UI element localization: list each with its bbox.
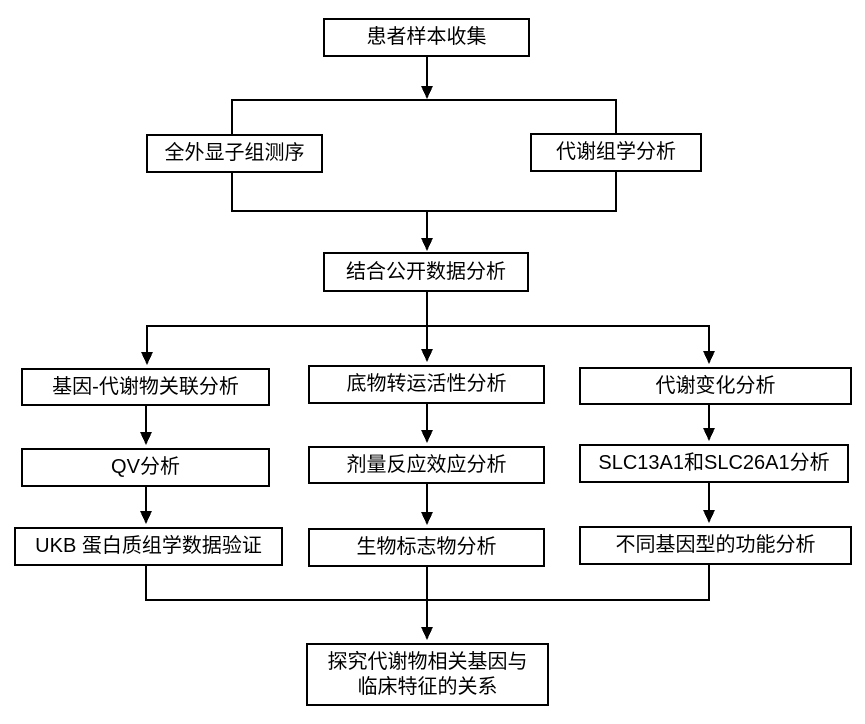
node-label: 不同基因型的功能分析 [615, 534, 816, 556]
node-dose-response-effect: 剂量反应效应分析 [308, 446, 545, 484]
node-label: UKB 蛋白质组学数据验证 [35, 535, 262, 557]
node-label: 生物标志物分析 [356, 536, 497, 558]
node-biomarker-analysis: 生物标志物分析 [308, 528, 545, 567]
arrowhead-into-dose [421, 430, 433, 443]
node-ukb-proteomics-validation: UKB 蛋白质组学数据验证 [14, 527, 283, 566]
node-patient-sample-collection: 患者样本收集 [323, 18, 530, 57]
node-genotype-function-analysis: 不同基因型的功能分析 [579, 526, 852, 565]
node-label-line1: 探究代谢物相关基因与 [327, 650, 528, 673]
node-gene-metabolite-association: 基因-代谢物关联分析 [21, 368, 270, 406]
node-qv-analysis: QV分析 [21, 448, 270, 487]
node-label: QV分析 [111, 456, 180, 478]
node-label: 基因-代谢物关联分析 [52, 375, 239, 398]
node-substrate-transport-activity: 底物转运活性分析 [308, 365, 545, 404]
arrowhead-into-split [421, 86, 433, 99]
node-label: 患者样本收集 [366, 26, 487, 48]
node-metabolic-change-analysis: 代谢变化分析 [579, 367, 852, 405]
node-label: 结合公开数据分析 [346, 260, 506, 283]
node-label: SLC13A1和SLC26A1分析 [598, 452, 830, 474]
node-label: 全外显子组测序 [164, 142, 305, 164]
arrowhead-into-qv [140, 432, 152, 445]
arrowhead-into-slc [703, 428, 715, 441]
node-label: 代谢组学分析 [556, 141, 676, 163]
node-label-line2: 临床特征的关系 [357, 675, 498, 698]
arrowhead-into-biomarker [421, 512, 433, 525]
arrowhead-into-substrate [421, 349, 433, 362]
node-final-conclusion: 探究代谢物相关基因与 临床特征的关系 [306, 643, 549, 706]
node-label: 底物转运活性分析 [346, 373, 507, 395]
arrowhead-into-public-data [421, 238, 433, 251]
node-label: 剂量反应效应分析 [346, 453, 507, 476]
arrowhead-into-final [421, 627, 433, 640]
arrowhead-into-gene-metabolite [141, 352, 153, 365]
node-metabolomics-analysis: 代谢组学分析 [530, 133, 702, 172]
node-whole-exome-sequencing: 全外显子组测序 [146, 134, 323, 173]
node-label: 代谢变化分析 [655, 374, 776, 397]
arrowhead-into-genotype [703, 510, 715, 523]
arrowhead-into-ukb [140, 511, 152, 524]
node-slc13a1-slc26a1-analysis: SLC13A1和SLC26A1分析 [579, 444, 849, 483]
node-public-data-analysis: 结合公开数据分析 [323, 252, 529, 292]
arrowhead-into-metabolic-change [703, 351, 715, 364]
